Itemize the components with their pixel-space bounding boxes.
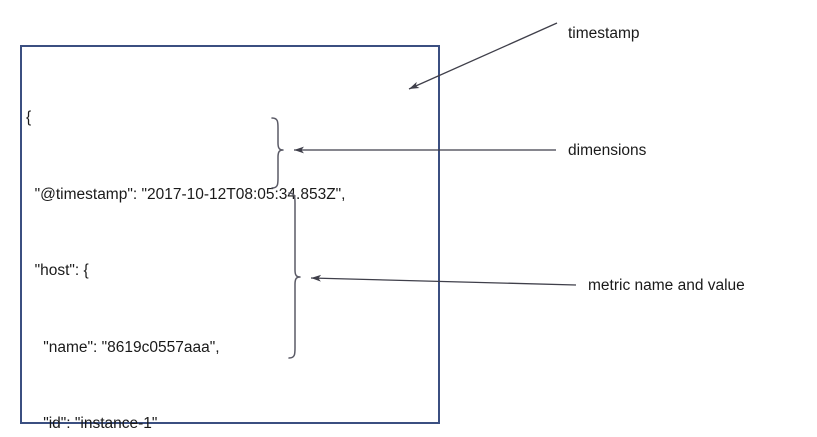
json-listing: { "@timestamp": "2017-10-12T08:05:34.853… [26,54,436,437]
json-line-open-brace: { [26,109,32,126]
annotation-label-dimensions: dimensions [568,142,647,159]
json-document-box [20,45,440,424]
annotation-label-metric-name-and-value: metric name and value [588,277,745,294]
json-line-host-open: "host": { [26,262,89,279]
json-line-host-id: "id": "instance-1" [26,415,158,432]
annotation-label-timestamp: timestamp [568,25,640,42]
json-line-timestamp: "@timestamp": "2017-10-12T08:05:34.853Z"… [26,185,346,203]
json-line-host-name: "name": "8619c0557aaa", [26,338,220,356]
